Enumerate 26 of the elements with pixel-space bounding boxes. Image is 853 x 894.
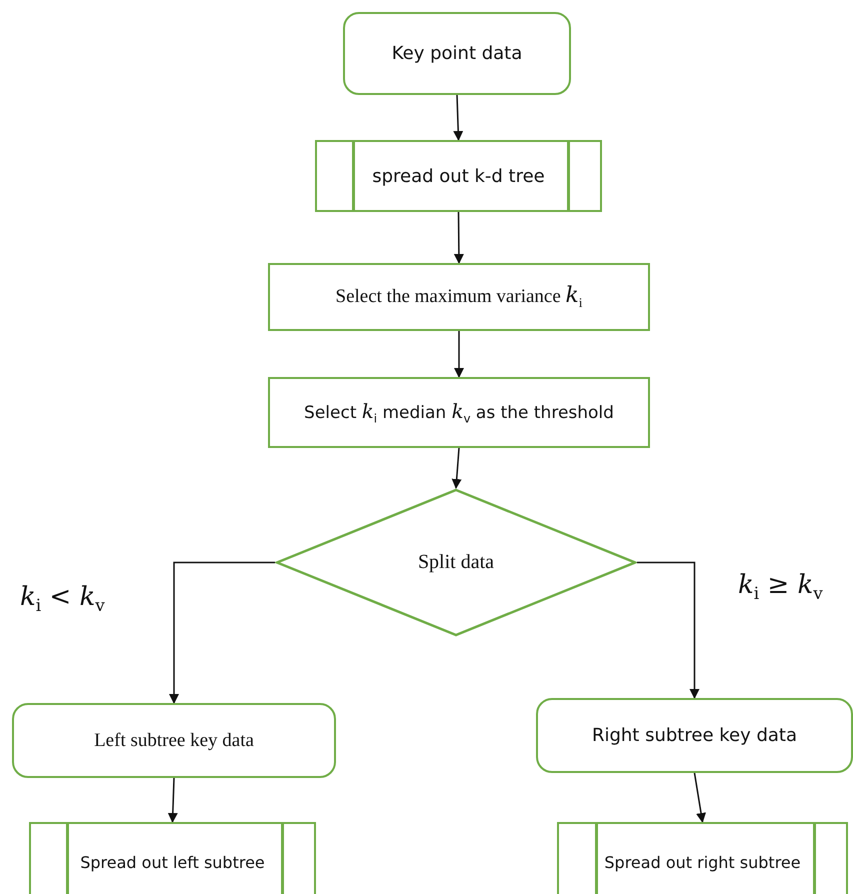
box-label: Select k$_{i}$ median k$_{v}$ as the threshold xyxy=(304,400,614,426)
arrow xyxy=(452,448,462,489)
arrow xyxy=(694,772,706,823)
box-label: Right subtree key data xyxy=(592,725,798,746)
box-label: Spread out right subtree xyxy=(604,852,801,872)
arrow xyxy=(169,562,275,704)
process-box xyxy=(268,377,650,448)
box-label: spread out k-d tree xyxy=(372,166,545,186)
box-label: Spread out left subtree xyxy=(80,852,265,872)
subprocess-box xyxy=(557,822,848,894)
process-box xyxy=(12,703,336,778)
decision-diamond xyxy=(275,488,637,637)
arrow xyxy=(637,562,700,699)
process-box xyxy=(268,263,650,331)
arrow xyxy=(454,212,464,264)
arrow xyxy=(453,94,464,141)
start-box xyxy=(343,12,571,95)
process-box xyxy=(536,698,853,773)
arrow xyxy=(454,331,464,378)
box-label: Select the maximum variance k$_{i}$ xyxy=(336,283,582,311)
box-label: Left subtree key data xyxy=(94,730,254,752)
subprocess-box xyxy=(29,822,316,894)
arrow xyxy=(168,778,178,823)
subprocess-box xyxy=(315,140,602,212)
box-label: Split data xyxy=(418,551,494,574)
box-label: Key point data xyxy=(392,43,522,64)
